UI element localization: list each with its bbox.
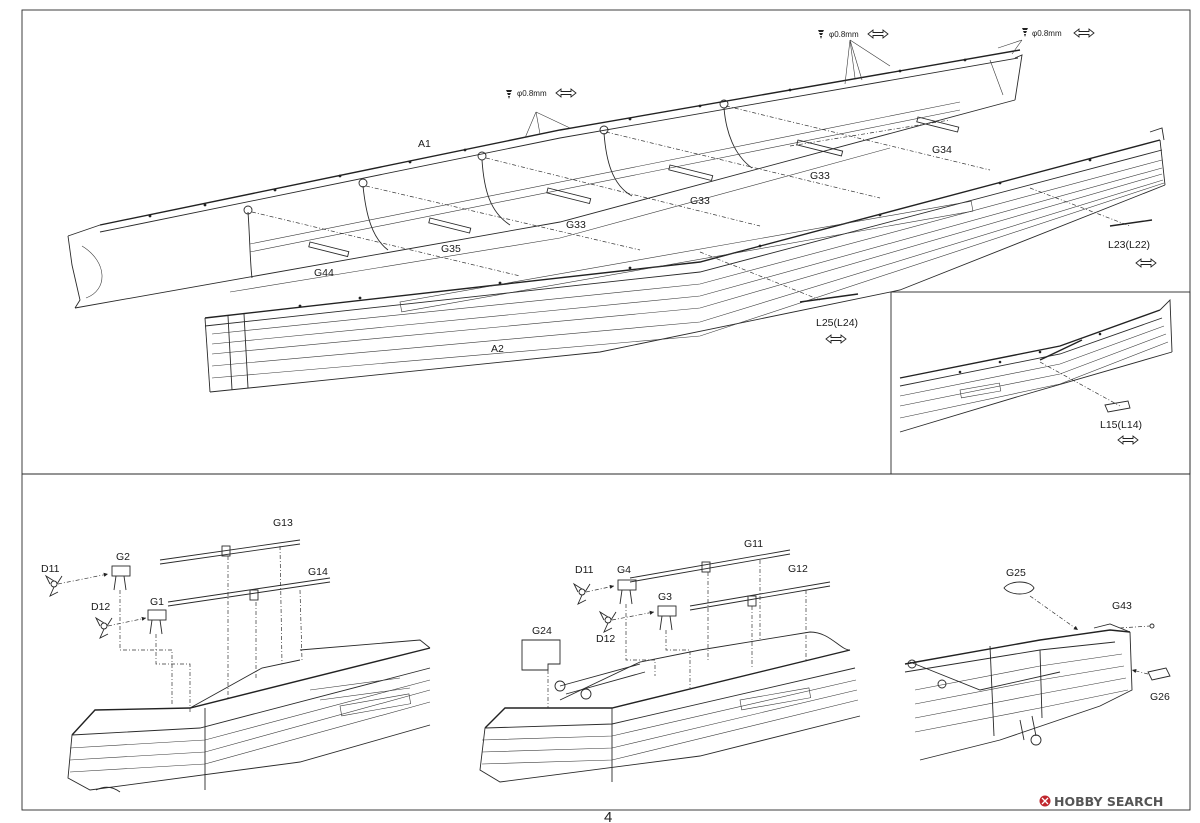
part-label: L15(L14)	[1100, 419, 1142, 431]
part-label: G43	[1112, 600, 1132, 612]
drill-label: φ0.8mm	[517, 89, 547, 98]
strut-g2	[111, 565, 173, 704]
part-g43	[1119, 623, 1155, 629]
part-g25	[1003, 581, 1079, 631]
part-label: G24	[532, 625, 552, 637]
strut-g4	[617, 579, 656, 676]
drill-markers-top	[524, 39, 1023, 139]
deck-dots	[148, 58, 967, 218]
part-label: G4	[617, 564, 631, 576]
part-label: G35	[441, 243, 461, 255]
swap-arrow-icon	[555, 88, 577, 98]
drill-label: φ0.8mm	[829, 30, 859, 39]
part-label: A1	[418, 138, 431, 150]
part-label: G33	[810, 170, 830, 182]
part-label: G12	[788, 563, 808, 575]
page-number: 4	[604, 809, 612, 823]
strut-g1	[147, 609, 191, 712]
drill-label: φ0.8mm	[1032, 29, 1062, 38]
part-label: G26	[1150, 691, 1170, 703]
part-label: L23(L22)	[1108, 239, 1150, 251]
swap-arrow-icon	[867, 29, 889, 39]
part-label: G44	[314, 267, 334, 279]
swap-arrow-icon	[1135, 258, 1157, 268]
shaft-g13	[159, 539, 301, 700]
bow-assembly-right	[904, 623, 1133, 761]
hobby-search-logo-icon	[1039, 795, 1051, 807]
drill-icon	[1022, 28, 1028, 37]
propeller-icon	[94, 616, 147, 639]
part-label: G3	[658, 591, 672, 603]
watermark: HOBBY SEARCH	[1054, 794, 1163, 809]
part-label: G33	[566, 219, 586, 231]
shaft-g12	[689, 581, 831, 668]
part-label: G33	[690, 195, 710, 207]
part-label: D11	[575, 564, 594, 576]
part-label: G25	[1006, 567, 1026, 579]
part-g26	[1131, 667, 1171, 681]
part-label: G13	[273, 517, 293, 529]
drill-icon	[506, 90, 512, 99]
part-label: D12	[596, 633, 615, 645]
shaft-parts	[251, 105, 991, 277]
strut-g3	[657, 605, 691, 688]
swap-arrow-icon	[825, 334, 847, 344]
hull-half-a2	[204, 127, 1166, 393]
part-label: G1	[150, 596, 164, 608]
plate-g24	[521, 639, 561, 708]
frame	[21, 9, 1191, 811]
part-label: A2	[491, 343, 504, 355]
stern-assembly-middle	[479, 631, 861, 783]
part-label: G34	[932, 144, 952, 156]
drill-icon	[818, 30, 824, 39]
ladder-parts	[699, 187, 1153, 303]
deck-dots-a2	[298, 158, 1092, 308]
hull-half-a1	[67, 49, 1023, 309]
propeller-icon	[44, 572, 109, 597]
part-label: D12	[91, 601, 110, 613]
swap-arrow-icon	[1117, 435, 1139, 445]
swap-arrow-icon	[1073, 28, 1095, 38]
part-label: D11	[41, 563, 60, 575]
part-label: L25(L24)	[816, 317, 858, 329]
part-label: G11	[744, 538, 763, 550]
shaft-g14	[167, 577, 331, 680]
inset-detail	[899, 298, 1173, 433]
stern-assembly-left	[67, 639, 431, 793]
shaft-g11	[629, 549, 791, 662]
part-label: G14	[308, 566, 328, 578]
propeller-icon	[598, 610, 655, 633]
propeller-icon	[572, 582, 615, 605]
part-label: G2	[116, 551, 130, 563]
